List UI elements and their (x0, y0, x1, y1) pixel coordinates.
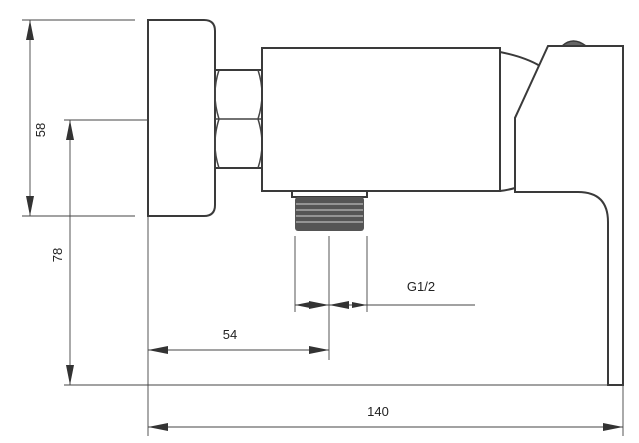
faucet-body (147, 19, 624, 386)
thread-outlet (295, 197, 364, 231)
outlet-collar (291, 190, 368, 198)
dimension-lines (22, 19, 624, 436)
thread-size-label: G1/2 (407, 279, 435, 294)
dim-54-label: 54 (223, 327, 237, 342)
dim-78-label: 78 (50, 248, 65, 262)
lever-handle (514, 45, 624, 386)
dim-58-label: 58 (33, 123, 48, 137)
dim-140-label: 140 (367, 404, 389, 419)
wall-knob (147, 19, 216, 217)
mixer-body (261, 47, 501, 192)
